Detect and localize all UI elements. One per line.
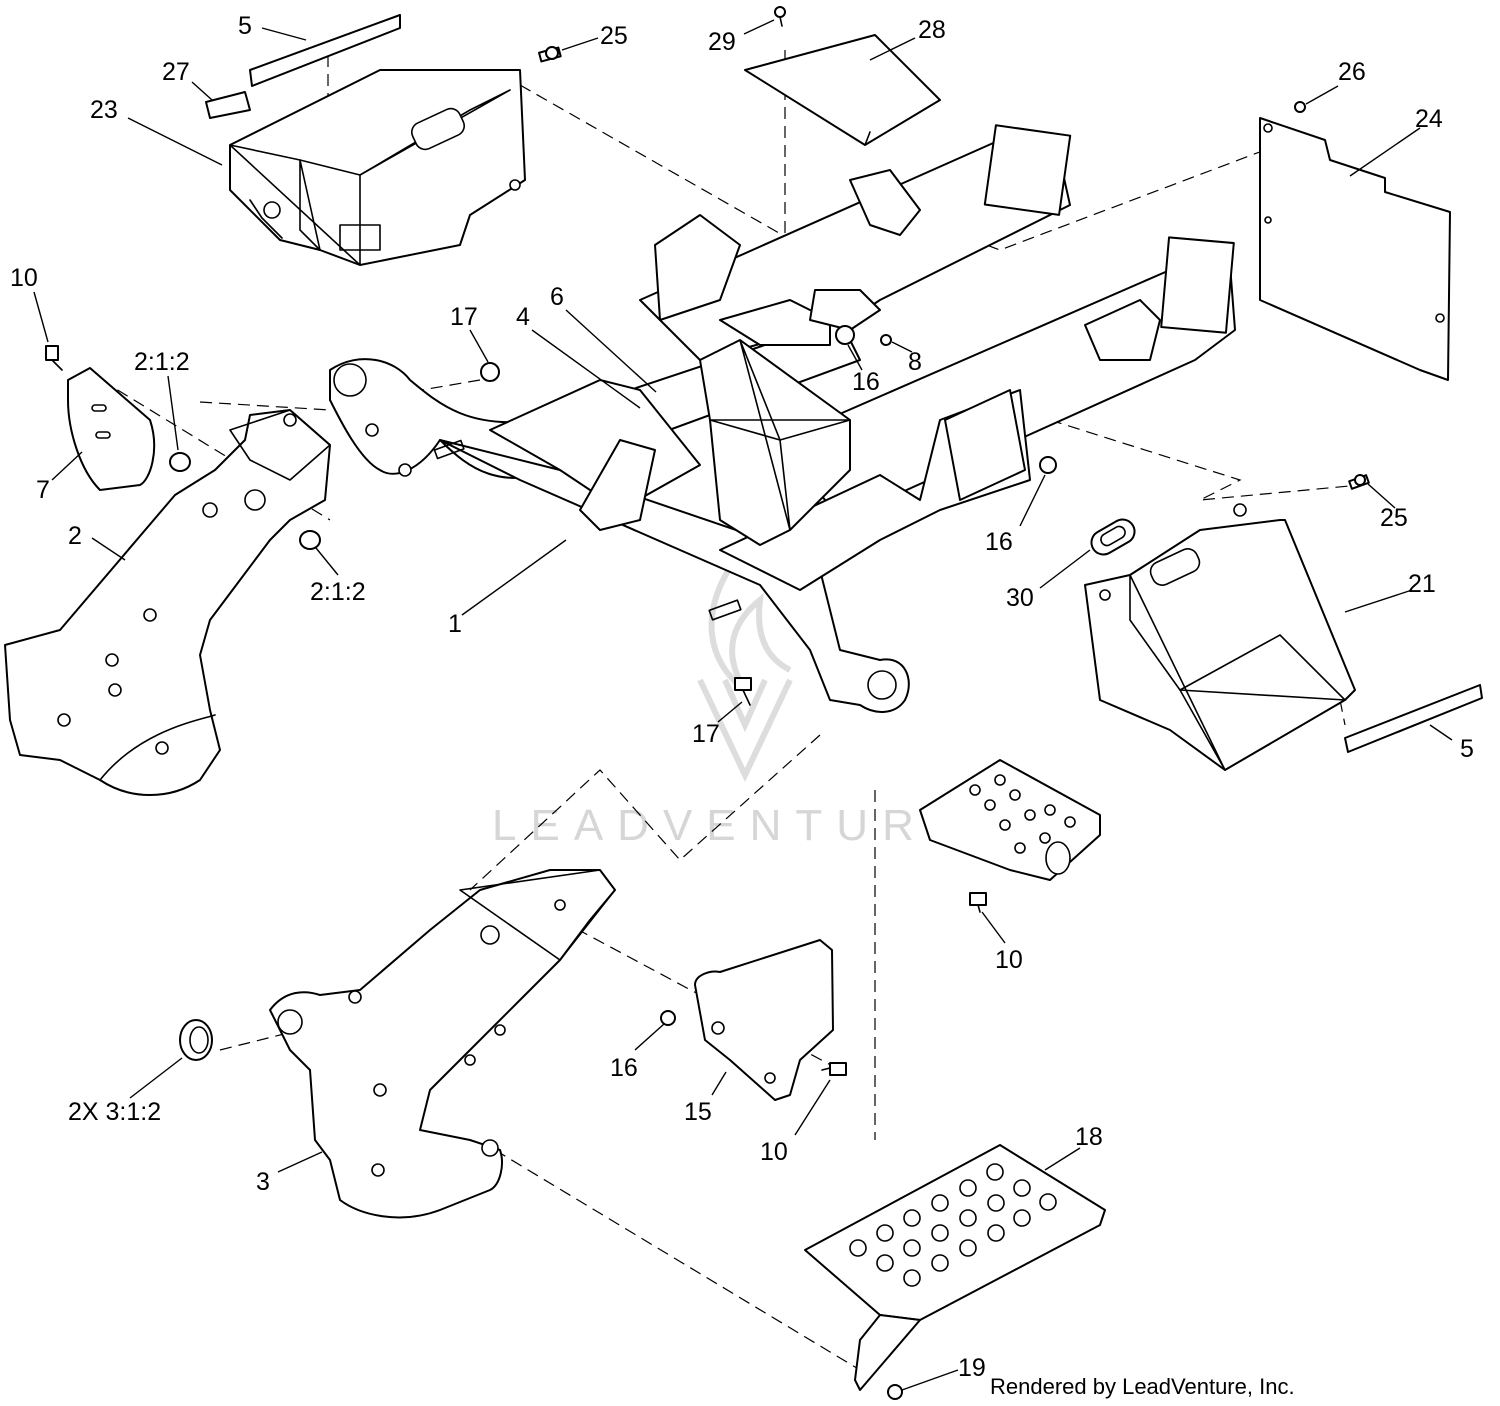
part-30-grommet	[1090, 518, 1136, 556]
foot-plate-holes	[969, 774, 1076, 854]
bolt-25-right	[1348, 474, 1370, 490]
callout-10-left: 10	[10, 264, 38, 292]
callout-25-top: 25	[600, 22, 628, 50]
callout-26: 26	[1338, 58, 1366, 86]
callout-10-shield: 10	[760, 1138, 788, 1166]
nut-16-mid	[1039, 456, 1057, 474]
rendered-by-credit: Rendered by LeadVenture, Inc.	[990, 1374, 1295, 1399]
part-1-main-frame	[329, 124, 1236, 881]
grommet-3-1-2	[179, 1019, 213, 1061]
bolt-19	[887, 1384, 903, 1400]
part-3-right-side-frame	[269, 869, 616, 1219]
step-plate-holes	[849, 1163, 1057, 1287]
bolt-26	[1294, 101, 1306, 113]
callout-17-bottom: 17	[692, 720, 720, 748]
part-5-strip-top	[249, 14, 401, 87]
callout-24: 24	[1415, 105, 1443, 133]
callout-28: 28	[918, 16, 946, 44]
bolt-17-bottom	[734, 677, 752, 706]
callout-5-right: 5	[1460, 735, 1474, 763]
part-2-left-side-frame	[4, 409, 331, 796]
watermark: LEADVENTURE	[492, 558, 971, 850]
part-18-step-plate	[804, 1144, 1106, 1391]
bolt-17-top	[480, 362, 500, 382]
callout-4: 4	[516, 303, 530, 331]
callout-7: 7	[36, 476, 50, 504]
callout-19: 19	[958, 1354, 986, 1382]
callout-23: 23	[90, 96, 118, 124]
nut-16-bottom	[660, 1010, 676, 1026]
callout-1: 1	[448, 610, 462, 638]
callout-16-top: 16	[852, 368, 880, 396]
part-24-rear-panel	[1259, 117, 1451, 381]
callout-5-top: 5	[238, 12, 252, 40]
part-7-shield	[67, 367, 156, 491]
callout-2-1-2-bottom: 2:1:2	[310, 578, 366, 606]
callout-3: 3	[256, 1168, 270, 1196]
part-28-cover-plate	[744, 34, 941, 146]
callout-16-mid: 16	[985, 528, 1013, 556]
callout-27: 27	[162, 58, 190, 86]
part-5-strip-right	[1344, 684, 1483, 753]
bolt-10-bottom	[969, 892, 987, 913]
callout-21: 21	[1408, 570, 1436, 598]
bushings-2-1-2	[169, 452, 321, 550]
callout-10-bottom: 10	[995, 946, 1023, 974]
bolt-10-shield	[821, 1062, 847, 1076]
bolt-8	[880, 334, 892, 346]
callout-2x-3-1-2: 2X 3:1:2	[68, 1098, 161, 1126]
callout-labels: 5 27 23 25 29 28 26 24 10 2:1:2 17 6 4 1…	[10, 12, 1474, 1382]
callout-17-top: 17	[450, 303, 478, 331]
part-21-battery-tray	[1084, 503, 1356, 771]
callout-25-right: 25	[1380, 504, 1408, 532]
callout-8: 8	[908, 348, 922, 376]
part-23-battery-bracket	[229, 69, 526, 266]
nut-16-top	[835, 325, 855, 345]
callout-29: 29	[708, 28, 736, 56]
part-15-shield	[694, 939, 834, 1101]
callout-15: 15	[684, 1098, 712, 1126]
hardware-fasteners	[45, 6, 1370, 1400]
callout-2: 2	[68, 522, 82, 550]
bolt-10-left	[45, 345, 63, 371]
bolt-25-top	[538, 46, 562, 63]
part-27-pad	[205, 91, 251, 119]
callout-30: 30	[1006, 584, 1034, 612]
bolt-29	[774, 6, 786, 27]
watermark-text: LEADVENTURE	[492, 801, 971, 850]
leader-lines	[33, 19, 1453, 1391]
callout-18: 18	[1075, 1123, 1103, 1151]
callout-16-bottom: 16	[610, 1054, 638, 1082]
callout-2-1-2-top: 2:1:2	[134, 348, 190, 376]
callout-6: 6	[550, 283, 564, 311]
